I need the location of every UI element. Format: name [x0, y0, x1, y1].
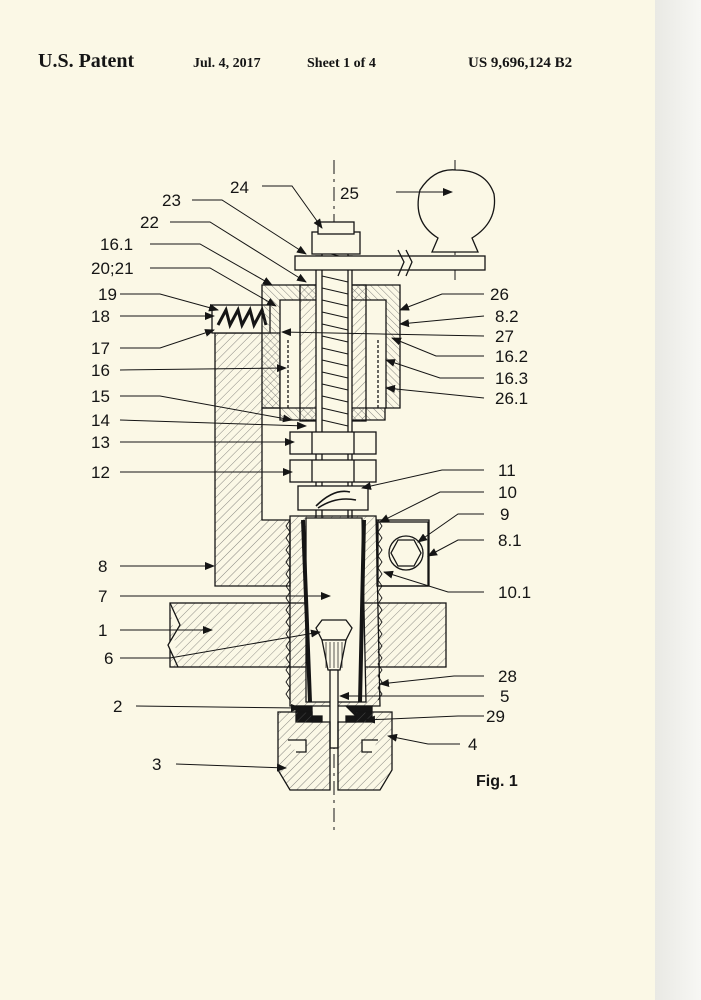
ref-25: 25: [340, 184, 359, 203]
ref-28: 28: [498, 667, 517, 686]
ref-8: 8: [98, 557, 107, 576]
ref-24: 24: [230, 178, 249, 197]
ref-4: 4: [468, 735, 477, 754]
ref-9: 9: [500, 505, 509, 524]
ref-10: 10: [498, 483, 517, 502]
ref-15: 15: [91, 387, 110, 406]
ref-3: 3: [152, 755, 161, 774]
ref-11: 11: [498, 461, 516, 480]
ref-22: 22: [140, 213, 159, 232]
ref-16: 16: [91, 361, 110, 380]
ref-16-1: 16.1: [100, 235, 133, 254]
ref-20-21: 20;21: [91, 259, 134, 278]
ref-29: 29: [486, 707, 505, 726]
ref-19: 19: [98, 285, 117, 304]
publication-label: U.S. Patent: [38, 50, 135, 72]
figure-caption: Fig. 1: [476, 773, 518, 790]
ref-10-1: 10.1: [498, 583, 531, 602]
ref-23: 23: [162, 191, 181, 210]
ref-14: 14: [91, 411, 110, 430]
ref-8-2: 8.2: [495, 307, 519, 326]
ref-16-3: 16.3: [495, 369, 528, 388]
ref-26-1: 26.1: [495, 389, 528, 408]
ref-8-1: 8.1: [498, 531, 522, 550]
ref-7: 7: [98, 587, 107, 606]
patent-number: US 9,696,124 B2: [468, 55, 573, 71]
leader-lines: [119, 185, 485, 772]
ref-18: 18: [91, 307, 110, 326]
ref-26: 26: [490, 285, 509, 304]
publication-date: Jul. 4, 2017: [193, 56, 261, 71]
ref-6: 6: [104, 649, 113, 668]
sheet-number: Sheet 1 of 4: [307, 56, 376, 71]
ref-2: 2: [113, 697, 122, 716]
ref-5: 5: [500, 687, 509, 706]
drawing-body: [167, 160, 496, 830]
ref-12: 12: [91, 463, 110, 482]
page-edge: [655, 0, 701, 1000]
ref-16-2: 16.2: [495, 347, 528, 366]
ref-13: 13: [91, 433, 110, 452]
reference-numerals: 24 25 23 22 16.1 20;21 19 18 17 16 15 14…: [91, 178, 531, 790]
ref-1: 1: [98, 621, 107, 640]
ref-17: 17: [91, 339, 110, 358]
ref-27: 27: [495, 327, 514, 346]
